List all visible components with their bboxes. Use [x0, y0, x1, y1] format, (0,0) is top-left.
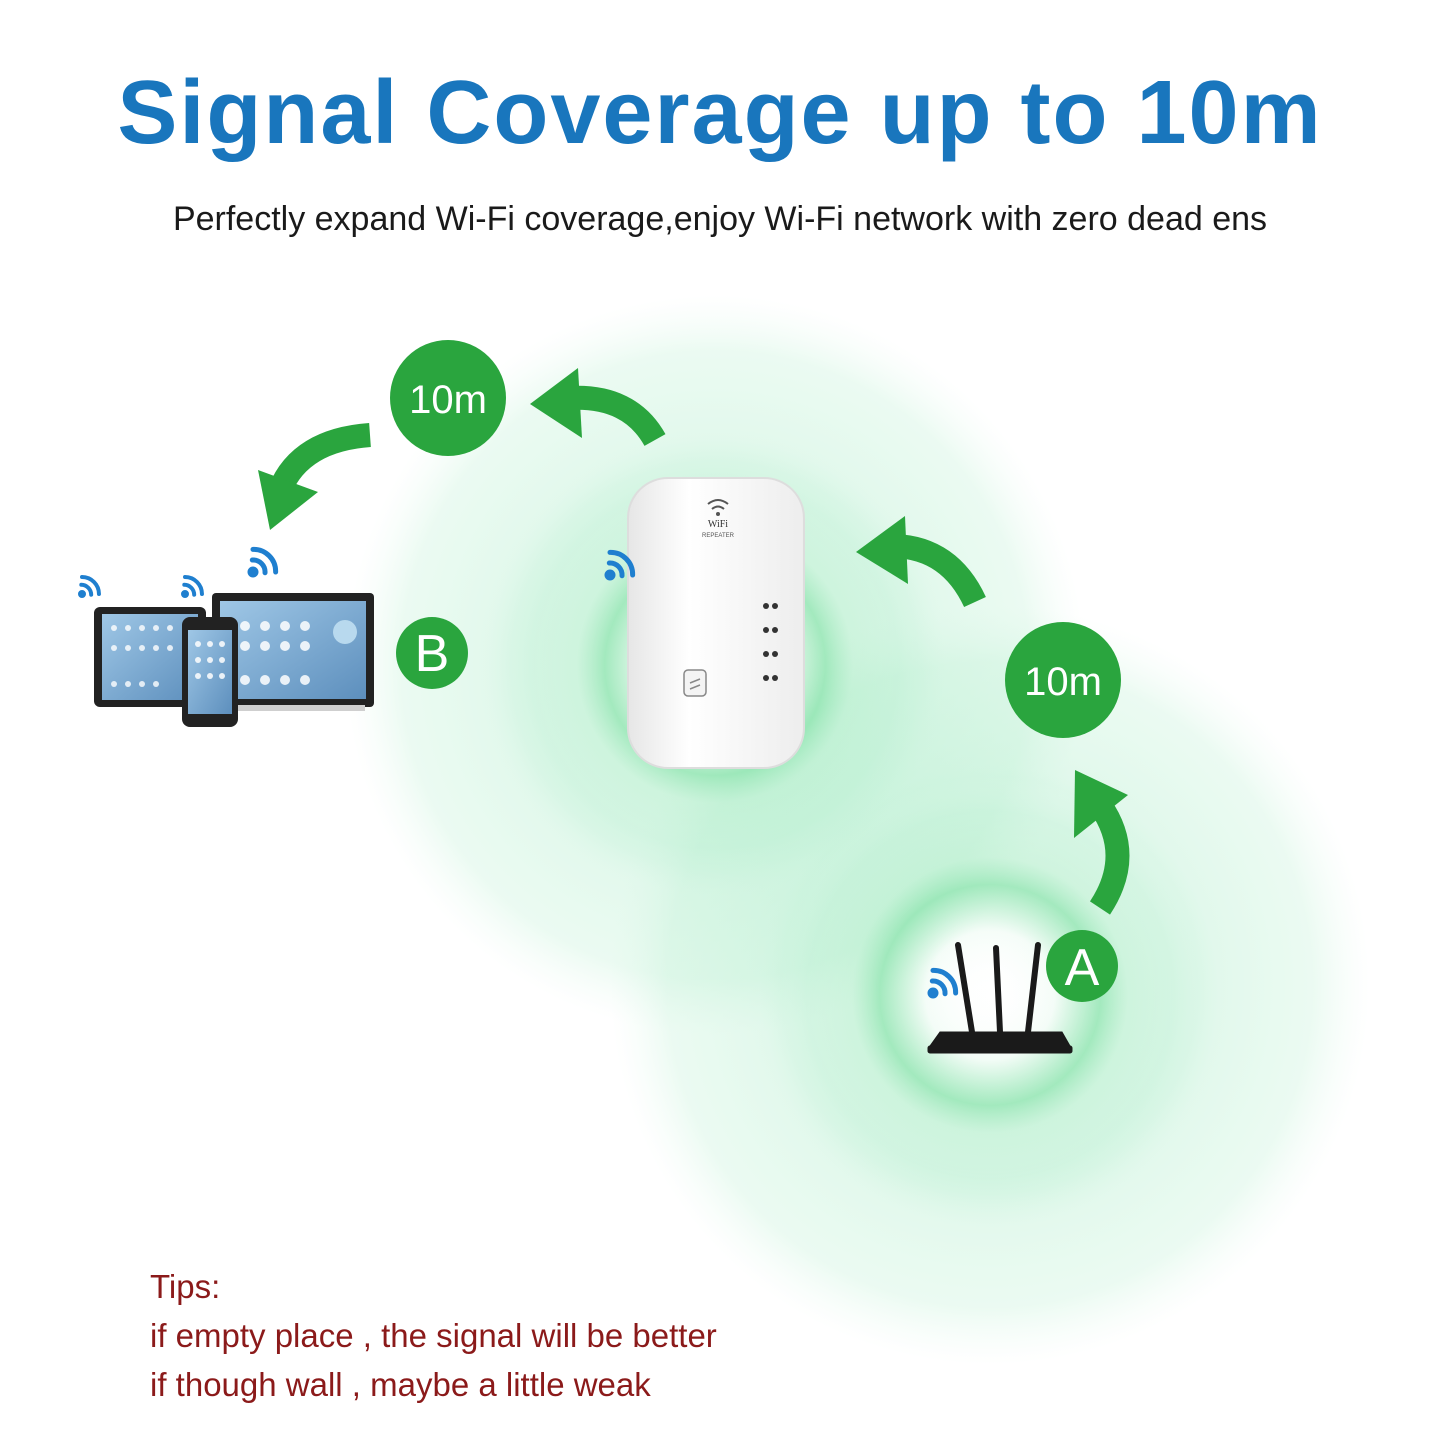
- arrow-icon: [268, 423, 372, 495]
- wifi-icon: [181, 575, 204, 598]
- page-title: Signal Coverage up to 10m: [117, 63, 1323, 163]
- repeater-label-repeater: REPEATER: [702, 533, 735, 539]
- wifi-icon: [927, 967, 959, 999]
- arrow-icon: [258, 470, 318, 530]
- wifi-icon: [247, 546, 279, 578]
- tips-section: Tips: if empty place , the signal will b…: [150, 1262, 717, 1409]
- phone-icon: [182, 617, 238, 727]
- tips-heading: Tips:: [150, 1268, 221, 1305]
- point-a-badge: [1046, 930, 1118, 1002]
- arrow-icon: [569, 385, 666, 447]
- repeater-label-wifi: WiFi: [708, 519, 728, 530]
- distance-badge-right-label: 10m: [1024, 660, 1102, 704]
- point-a-label: A: [1065, 939, 1100, 997]
- arrow-icon: [1089, 798, 1130, 915]
- arrow-icon: [530, 368, 582, 438]
- page-subtitle: Perfectly expand Wi-Fi coverage,enjoy Wi…: [172, 200, 1268, 238]
- wifi-icon: [604, 549, 636, 581]
- distance-badge-top-label: 10m: [409, 378, 487, 422]
- point-b-badge: [396, 617, 468, 689]
- point-b-label: B: [415, 625, 450, 683]
- distance-badge-right: [1005, 622, 1121, 738]
- router-icon: [927, 942, 1073, 1054]
- wifi-icon: [78, 575, 101, 598]
- arrow-icon: [1074, 770, 1128, 838]
- monitor-icon: [212, 593, 374, 711]
- distance-badge-top: [390, 340, 506, 456]
- arrow-icon: [856, 516, 908, 584]
- tips-line-1: if empty place , the signal will be bett…: [150, 1317, 717, 1354]
- tips-line-2: if though wall , maybe a little weak: [150, 1366, 651, 1403]
- repeater-icon: WiFi REPEATER: [627, 477, 805, 769]
- coverage-ring-router: [760, 765, 1220, 1225]
